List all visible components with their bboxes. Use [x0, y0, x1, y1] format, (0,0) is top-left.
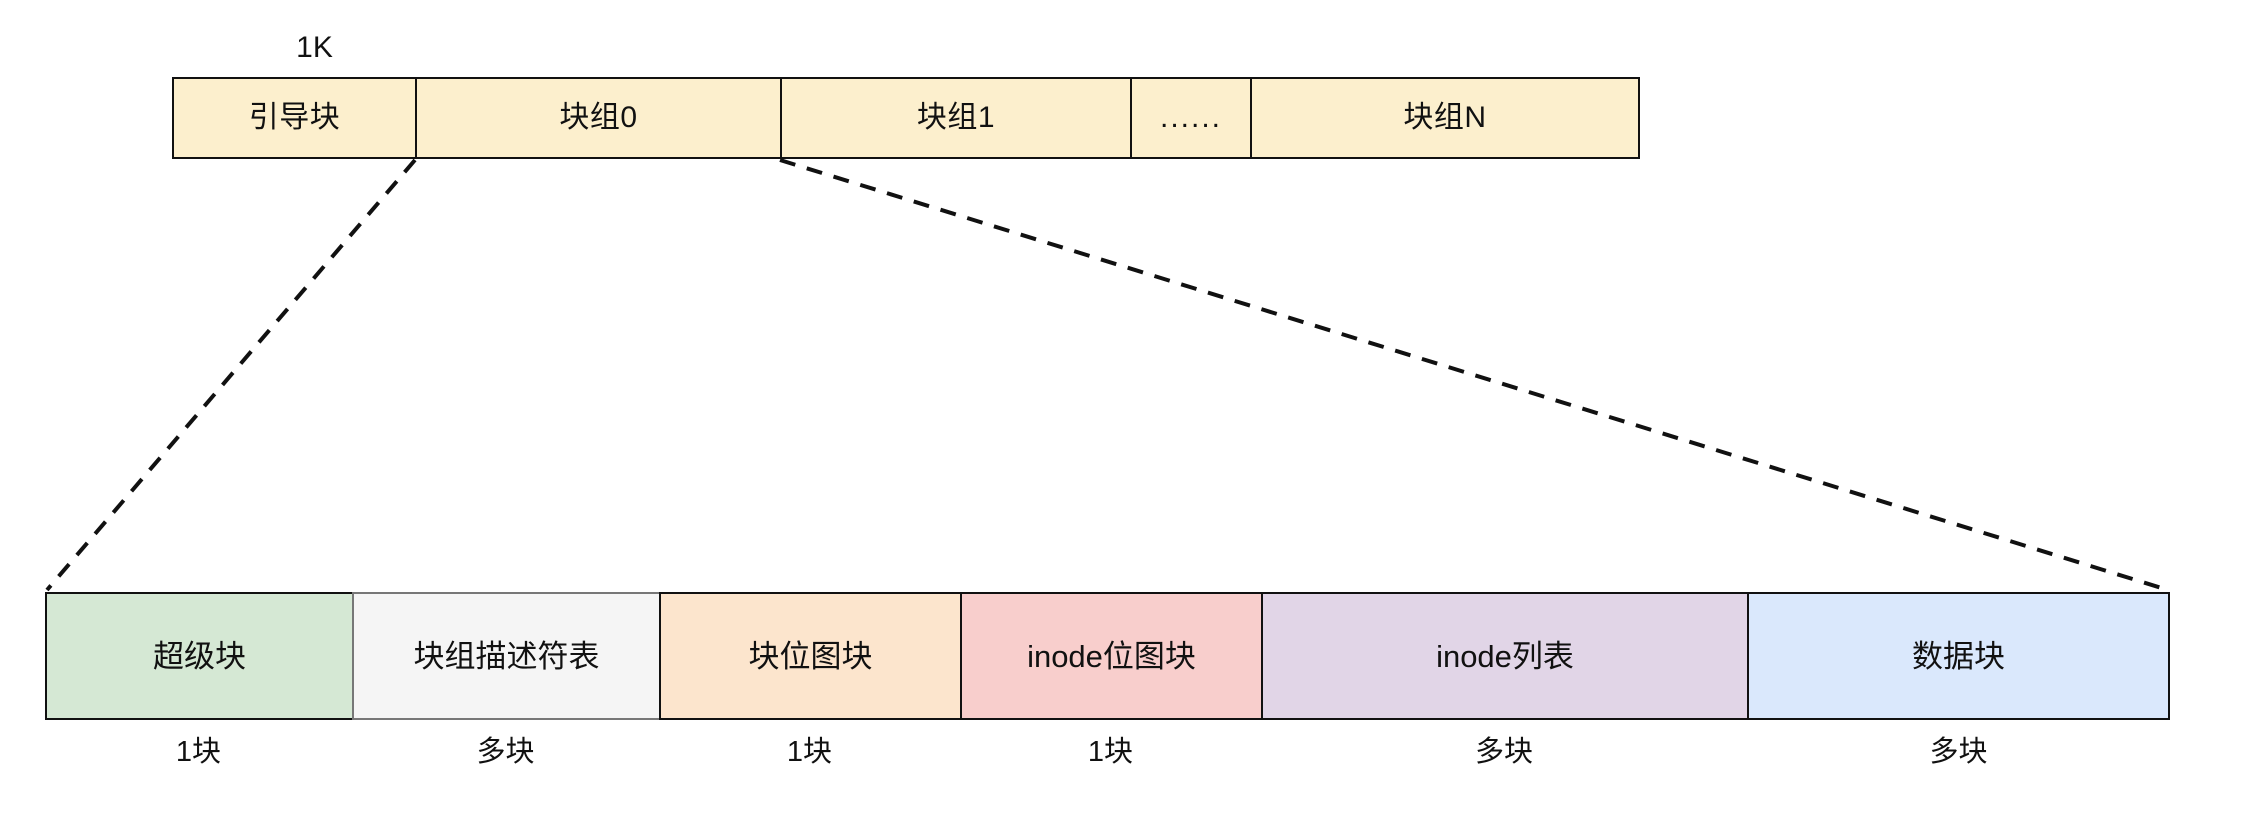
block-group-captions: 1块 多块 1块 1块 多块 多块 — [45, 730, 2170, 774]
block-group-caption-text: 1块 — [175, 735, 222, 768]
disk-layout-bar: 引导块 块组0 块组1...... 块组N — [172, 77, 1640, 159]
disk-cell-label: 块组N — [1403, 101, 1487, 134]
left-expansion-line — [45, 158, 417, 592]
block-group-cell-label: inode列表 — [1436, 638, 1574, 674]
block-group-cell-5: 数据块 — [1747, 592, 2170, 720]
block-group-layout-bar: 超级块 块组描述符表 块位图块 inode位图块 inode列表 数据块 — [45, 592, 2170, 720]
disk-cell-label: 引导块 — [248, 101, 341, 134]
disk-size-caption: 1K — [296, 31, 333, 64]
disk-cell-1: 块组0 — [415, 77, 780, 159]
disk-cell-2: 块组1 — [780, 77, 1130, 159]
block-group-caption-4: 多块 — [1261, 730, 1747, 774]
disk-cell-label: ...... — [1159, 101, 1222, 134]
block-group-cell-0: 超级块 — [45, 592, 352, 720]
disk-cell-0: 引导块 — [172, 77, 415, 159]
block-group-cell-1: 块组描述符表 — [352, 592, 659, 720]
block-group-caption-text: 1块 — [1087, 735, 1134, 768]
block-group-caption-0: 1块 — [45, 730, 352, 774]
block-group-cell-2: 块位图块 — [659, 592, 960, 720]
disk-cell-label: 块组0 — [559, 101, 638, 134]
block-group-caption-2: 1块 — [659, 730, 960, 774]
block-group-caption-3: 1块 — [960, 730, 1261, 774]
disk-cell-4: 块组N — [1250, 77, 1640, 159]
block-group-caption-text: 多块 — [1929, 735, 1988, 768]
block-group-cell-label: 数据块 — [1912, 638, 2005, 674]
block-group-cell-label: 块组描述符表 — [413, 638, 600, 674]
block-group-caption-text: 多块 — [1474, 735, 1533, 768]
right-expansion-line — [779, 158, 2169, 592]
block-group-caption-5: 多块 — [1747, 730, 2170, 774]
block-group-caption-text: 多块 — [476, 735, 535, 768]
block-group-caption-text: 1块 — [786, 735, 833, 768]
disk-cell-label: 块组1 — [916, 101, 996, 134]
block-group-cell-label: inode位图块 — [1027, 638, 1196, 674]
disk-cell-3: ...... — [1130, 77, 1250, 159]
block-group-caption-1: 多块 — [352, 730, 659, 774]
block-group-cell-3: inode位图块 — [960, 592, 1261, 720]
block-group-cell-label: 块位图块 — [748, 638, 873, 674]
block-group-cell-4: inode列表 — [1261, 592, 1747, 720]
block-group-cell-label: 超级块 — [153, 638, 246, 674]
